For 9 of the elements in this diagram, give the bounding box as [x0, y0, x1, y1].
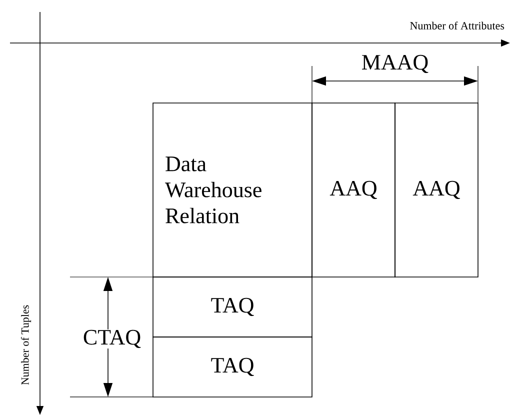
dimension-label: CTAQ — [82, 329, 142, 349]
axis-label: Number of Attributes — [410, 22, 504, 30]
cell-box: AAQ — [312, 102, 396, 278]
cell-box: AAQ — [394, 102, 478, 278]
cell-box: Data Warehouse Relation — [152, 102, 312, 278]
cell-box: TAQ — [152, 276, 312, 338]
axis-label: Number of Tuples — [20, 305, 32, 385]
cell-box: TAQ — [152, 336, 312, 398]
dimension-label: MAAQ — [362, 54, 428, 74]
